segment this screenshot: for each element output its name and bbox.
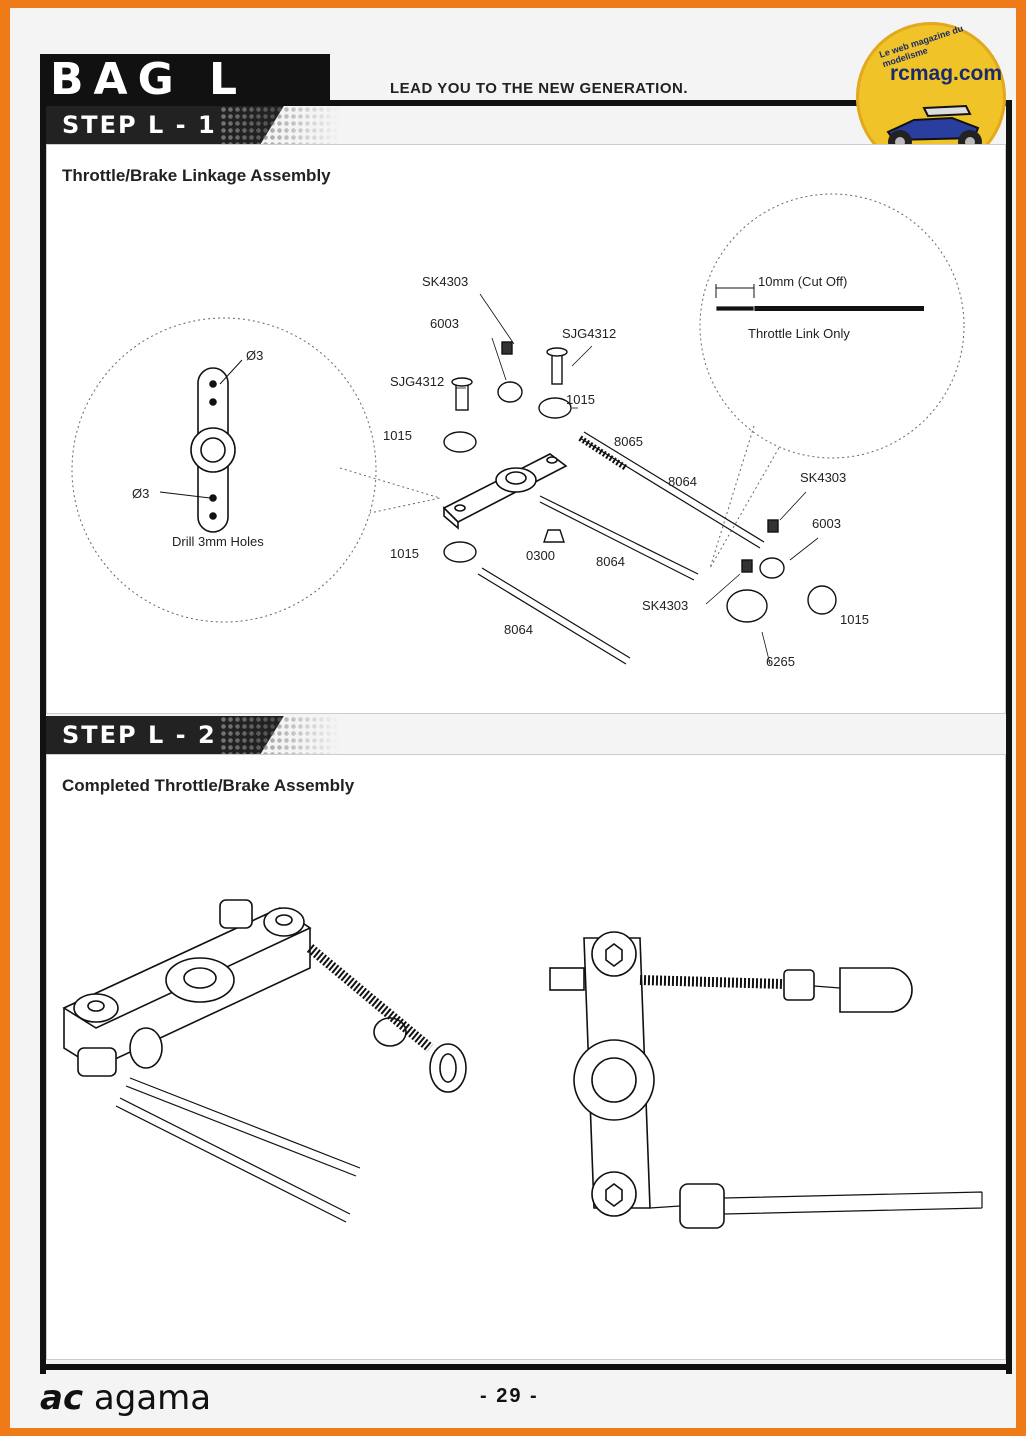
brand-bar	[40, 54, 330, 106]
step2-title: Completed Throttle/Brake Assembly	[62, 776, 355, 795]
header-rule	[330, 100, 1010, 106]
part-8064-lower: 8064	[504, 622, 533, 637]
detail-hole-bottom: Ø3	[132, 486, 150, 501]
detail-cut-length: 10mm (Cut Off)	[758, 274, 848, 289]
step2-banner-pattern	[220, 716, 340, 754]
part-8065: 8065	[614, 434, 643, 449]
part-sjg4312-left: SJG4312	[390, 374, 445, 389]
step1-label: STEP L - 1	[62, 111, 217, 139]
part-6003-right: 6003	[812, 516, 841, 531]
step2-label: STEP L - 2	[62, 721, 217, 749]
part-1015-upper-left: 1015	[383, 428, 412, 443]
part-1015-ball-link: 1015	[840, 612, 869, 627]
part-8064-middle: 8064	[596, 554, 625, 569]
step1-banner-pattern	[220, 106, 340, 144]
watermark-site: rcmag.com	[890, 62, 1003, 85]
detail-throttle-note: Throttle Link Only	[748, 326, 850, 341]
linkage-exploded-diagram	[71, 193, 965, 665]
manual-page: BAG L LEAD YOU TO THE NEW GENERATION. Le…	[10, 8, 1016, 1428]
part-sk4303-top: SK4303	[422, 274, 469, 289]
part-sk4303-lower: SK4303	[642, 598, 689, 613]
page-number: - 29 -	[480, 1385, 539, 1407]
tagline: LEAD YOU TO THE NEW GENERATION.	[390, 80, 689, 97]
frame-right	[1006, 100, 1012, 1374]
agama-brand-text: agama	[93, 1378, 212, 1418]
agama-logo: ac agama	[40, 1378, 211, 1418]
part-1015-upper-right: 1015	[566, 392, 595, 407]
part-6003-top: 6003	[430, 316, 459, 331]
part-sk4303-right: SK4303	[800, 470, 847, 485]
part-8064-upper: 8064	[668, 474, 697, 489]
detail-drill-note: Drill 3mm Holes	[172, 534, 264, 549]
step1-title: Throttle/Brake Linkage Assembly	[62, 166, 331, 185]
step2-panel	[46, 754, 1006, 1360]
frame-bottom	[40, 1364, 1012, 1370]
frame-left	[40, 54, 46, 1374]
agama-logo-glyph: ac	[40, 1378, 84, 1418]
part-1015-lower-left: 1015	[390, 546, 419, 561]
part-0300: 0300	[526, 548, 555, 563]
detail-hole-top: Ø3	[246, 348, 264, 363]
part-sjg4312-right: SJG4312	[562, 326, 617, 341]
brand-logo: BAG L	[50, 54, 248, 105]
completed-assembly-diagram	[62, 899, 983, 1229]
part-6265: 6265	[766, 654, 795, 669]
